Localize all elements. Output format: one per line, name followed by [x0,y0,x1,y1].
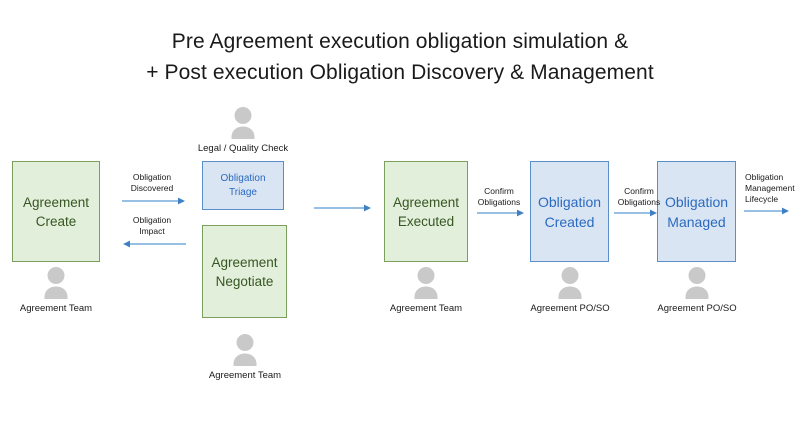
person-icon [408,266,444,300]
process-box-obligation-created-line-1: Obligation [537,193,602,210]
connector-label-obligation-management-lifecycle-line-3: Lifecycle [745,194,779,204]
process-box-agreement-executed-line-1: Agreement [392,194,460,210]
person-icon [552,266,588,300]
connector-arrow-confirm-obligations-2 [614,208,658,218]
process-box-agreement-create-line-2: Create [35,213,77,229]
actor-label-agreement-create: Agreement Team [19,303,93,314]
connector-arrow-triage-to-executed [314,203,372,213]
page-title-line-2: + Post execution Obligation Discovery & … [146,61,654,84]
actor-label-agreement-negotiate: Agreement Team [208,370,282,381]
process-box-agreement-create[interactable]: Agreement Create [12,161,100,262]
connector-label-confirm-obligations-2: Confirm Obligations [611,186,667,208]
page-title: Pre Agreement execution obligation simul… [0,26,800,88]
process-box-agreement-create-line-1: Agreement [22,194,90,210]
process-box-obligation-managed-line-1: Obligation [664,193,729,210]
person-icon [225,106,261,140]
connector-label-confirm-obligations-1-line-2: Obligations [477,197,521,207]
actor-label-obligation-managed: Agreement PO/SO [657,303,737,314]
process-box-agreement-executed-line-2: Executed [397,213,455,229]
connector-label-obligation-management-lifecycle-line-2: Management [745,183,795,193]
connector-label-obligation-management-lifecycle: Obligation Management Lifecycle [745,172,800,205]
connector-label-confirm-obligations-1: Confirm Obligations [471,186,527,208]
process-box-agreement-negotiate[interactable]: Agreement Negotiate [202,225,287,318]
person-icon [679,266,715,300]
process-box-obligation-triage[interactable]: Obligation Triage [202,161,284,210]
process-box-agreement-executed[interactable]: Agreement Executed [384,161,468,262]
process-box-obligation-created[interactable]: Obligation Created [530,161,609,262]
process-box-obligation-triage-line-2: Triage [229,186,257,198]
person-icon [38,266,74,300]
connector-label-obligation-impact: Obligation Impact [112,215,192,237]
process-box-obligation-created-line-2: Created [544,213,595,230]
connector-label-confirm-obligations-2-line-2: Obligations [617,197,661,207]
connector-label-confirm-obligations-2-line-1: Confirm [624,186,654,196]
actor-label-legal-quality-check: Legal / Quality Check [197,143,289,154]
process-box-obligation-managed-line-2: Managed [667,213,726,230]
actor-label-agreement-executed: Agreement Team [389,303,463,314]
connector-label-obligation-discovered-line-2: Discovered [130,183,174,193]
connector-label-obligation-impact-line-1: Obligation [132,215,172,225]
connector-label-confirm-obligations-1-line-1: Confirm [484,186,514,196]
process-box-agreement-negotiate-line-1: Agreement [211,254,278,270]
page-title-line-1: Pre Agreement execution obligation simul… [171,30,629,53]
connector-arrow-obligation-discovered [122,196,186,206]
connector-arrow-confirm-obligations-1 [477,208,525,218]
process-box-obligation-triage-line-1: Obligation [220,172,266,184]
person-icon [227,333,263,367]
connector-label-obligation-discovered: Obligation Discovered [112,172,192,194]
connector-arrow-obligation-management-lifecycle [744,206,790,216]
connector-arrow-obligation-impact [122,239,186,249]
process-box-obligation-managed[interactable]: Obligation Managed [657,161,736,262]
actor-label-obligation-created: Agreement PO/SO [530,303,610,314]
connector-label-obligation-impact-line-2: Impact [139,226,165,236]
connector-label-obligation-discovered-line-1: Obligation [132,172,172,182]
process-box-agreement-negotiate-line-2: Negotiate [215,273,274,289]
connector-label-obligation-management-lifecycle-line-1: Obligation [745,172,784,182]
